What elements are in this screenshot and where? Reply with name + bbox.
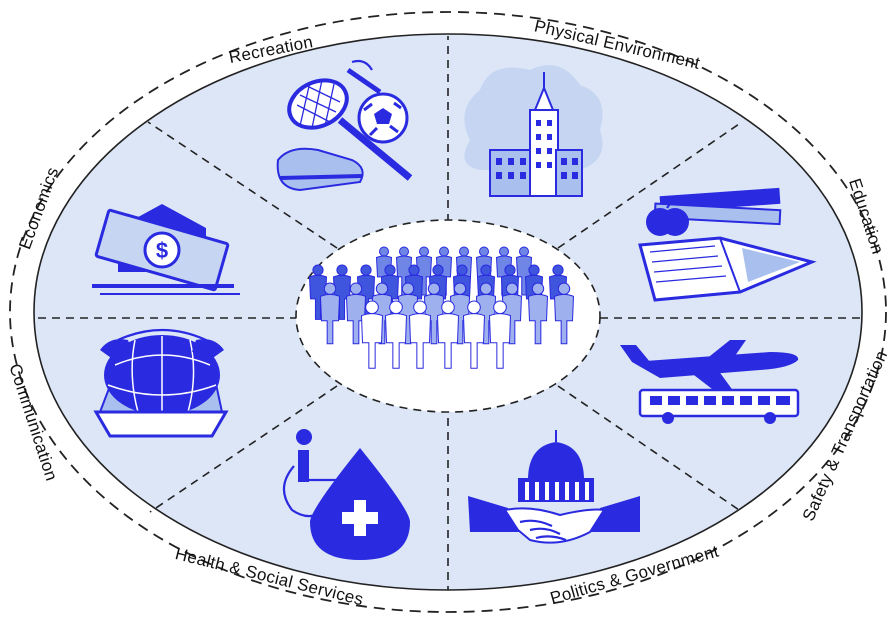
sports-equipment-icon xyxy=(276,59,413,192)
community-people-icon xyxy=(308,246,575,369)
svg-text:$: $ xyxy=(156,238,168,263)
sector-dividers xyxy=(34,36,862,590)
person-silhouette xyxy=(332,264,352,320)
person-silhouette xyxy=(384,300,408,369)
person-silhouette xyxy=(308,264,328,320)
capitol-handshake-icon xyxy=(468,430,640,544)
outer-dashed-ring xyxy=(9,11,887,613)
person-silhouette xyxy=(553,282,575,345)
label-education: Education xyxy=(845,176,887,256)
person-silhouette xyxy=(360,300,384,369)
wheelchair-medical-icon xyxy=(282,429,410,560)
person-silhouette xyxy=(436,300,460,369)
person-silhouette xyxy=(515,246,533,296)
person-silhouette xyxy=(488,300,512,369)
person-silhouette xyxy=(423,282,445,345)
city-buildings-icon xyxy=(464,65,603,197)
person-silhouette xyxy=(395,246,413,296)
telephone-globe-icon xyxy=(93,328,229,438)
dollar-bank-icon: $ xyxy=(92,204,240,295)
person-silhouette xyxy=(449,282,471,345)
person-silhouette xyxy=(527,282,549,345)
airplane-bus-icon xyxy=(620,340,800,424)
person-silhouette xyxy=(462,300,486,369)
person-silhouette xyxy=(345,282,367,345)
person-silhouette xyxy=(408,300,432,369)
books-apple-icon xyxy=(638,187,817,302)
person-silhouette xyxy=(319,282,341,345)
